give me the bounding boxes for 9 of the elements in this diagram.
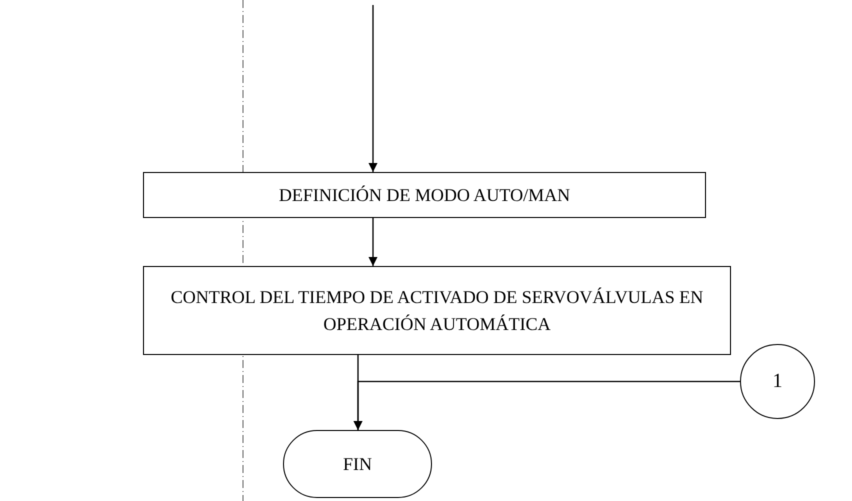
process-box bbox=[143, 172, 706, 218]
node-label: 1 bbox=[772, 369, 782, 394]
node-label: FIN bbox=[342, 452, 372, 476]
arrow bbox=[368, 218, 378, 266]
process-box bbox=[143, 266, 731, 355]
arrow bbox=[368, 5, 378, 172]
node-label: CONTROL DEL TIEMPO DE ACTIVADO DE SERVOVÁLVULAS EN OPERACIÓN AUTOMÁTICA bbox=[170, 286, 704, 336]
node-label: DEFINICIÓN DE MODO AUTO/MAN bbox=[278, 184, 570, 207]
arrow bbox=[353, 380, 740, 430]
